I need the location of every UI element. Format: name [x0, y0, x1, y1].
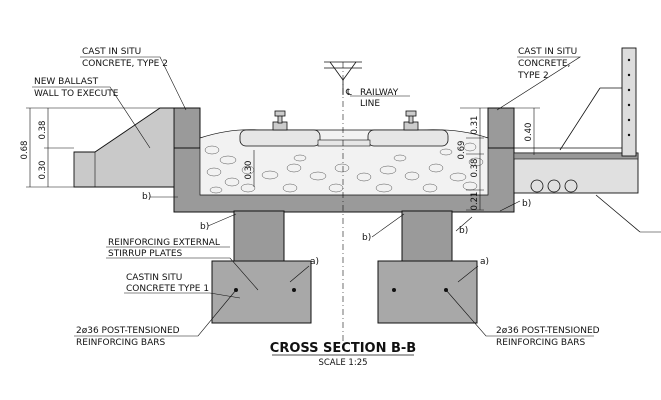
- label-cast-right-1: CAST IN SITU: [518, 47, 577, 57]
- label-railway: RAILWAY: [360, 88, 399, 98]
- mark-b-1: b): [142, 192, 151, 202]
- adjacent-structure: [513, 47, 661, 233]
- dim-left-total: 0.68: [20, 141, 30, 160]
- dim-left-lower: 0.30: [38, 161, 48, 180]
- dim-right-1: 0.31: [470, 116, 480, 135]
- left-footing: [211, 260, 312, 324]
- right-column: [401, 210, 453, 262]
- label-cast-left-2: CONCRETE, TYPE 2: [82, 59, 168, 69]
- ballast: [199, 110, 489, 196]
- mark-a-right: a): [480, 257, 489, 267]
- mark-a-left: a): [310, 257, 319, 267]
- dim-right-5: 0.40: [524, 123, 534, 142]
- sleeper-right: [367, 129, 449, 147]
- right-parapet: [487, 107, 515, 149]
- dim-ballast: 0.30: [244, 161, 254, 180]
- dim-left-upper: 0.38: [38, 121, 48, 140]
- mark-b-2: b): [200, 222, 209, 232]
- dim-right-2: 0.69: [457, 141, 467, 160]
- label-castin-2: CONCRETE TYPE 1: [126, 284, 209, 294]
- label-cast-left-1: CAST IN SITU: [82, 47, 141, 57]
- label-bars-right-1: 2ø36 POST-TENSIONED: [496, 326, 600, 336]
- section-title: CROSS SECTION B-B: [270, 341, 416, 356]
- mark-b-4: b): [459, 226, 468, 236]
- label-stirrup-1: REINFORCING EXTERNAL: [108, 238, 220, 248]
- mark-b-3: b): [362, 233, 371, 243]
- dim-right-3: 0.38: [470, 159, 480, 178]
- label-bars-left-1: 2ø36 POST-TENSIONED: [76, 326, 180, 336]
- ballast-wall: [73, 107, 175, 188]
- left-column: [233, 210, 285, 262]
- right-footing: [377, 260, 478, 324]
- scale-label: SCALE 1:25: [318, 358, 367, 368]
- sleeper-left: [239, 129, 321, 147]
- label-line: LINE: [360, 99, 380, 109]
- leader-lines: [32, 56, 594, 337]
- annotations: CAST IN SITU CONCRETE, TYPE 2 NEW BALLAS…: [20, 47, 600, 368]
- label-bars-left-2: REINFORCING BARS: [76, 338, 165, 348]
- mark-b-5: b): [522, 199, 531, 209]
- label-castin-1: CASTIN SITU: [126, 273, 182, 283]
- label-cast-right-2: CONCRETE,: [518, 59, 570, 69]
- label-stirrup-2: STIRRUP PLATES: [108, 249, 183, 259]
- rail-right: [403, 110, 419, 131]
- label-ballast-1: NEW BALLAST: [34, 77, 99, 87]
- left-parapet: [173, 107, 201, 149]
- centerline-symbol: ℄: [345, 88, 352, 98]
- dimension-lines: [26, 107, 540, 211]
- bar-dot: [444, 288, 448, 292]
- label-ballast-2: WALL TO EXECUTE: [34, 89, 119, 99]
- bar-dot: [234, 288, 238, 292]
- rail-left: [272, 110, 288, 131]
- bar-dot: [292, 288, 296, 292]
- dim-right-4: 0.21: [470, 192, 480, 211]
- bar-dot: [392, 288, 396, 292]
- label-cast-right-3: TYPE 2: [517, 71, 549, 81]
- label-bars-right-2: REINFORCING BARS: [496, 338, 585, 348]
- catenary-mast: [621, 47, 637, 157]
- catenary-symbol: [324, 61, 362, 95]
